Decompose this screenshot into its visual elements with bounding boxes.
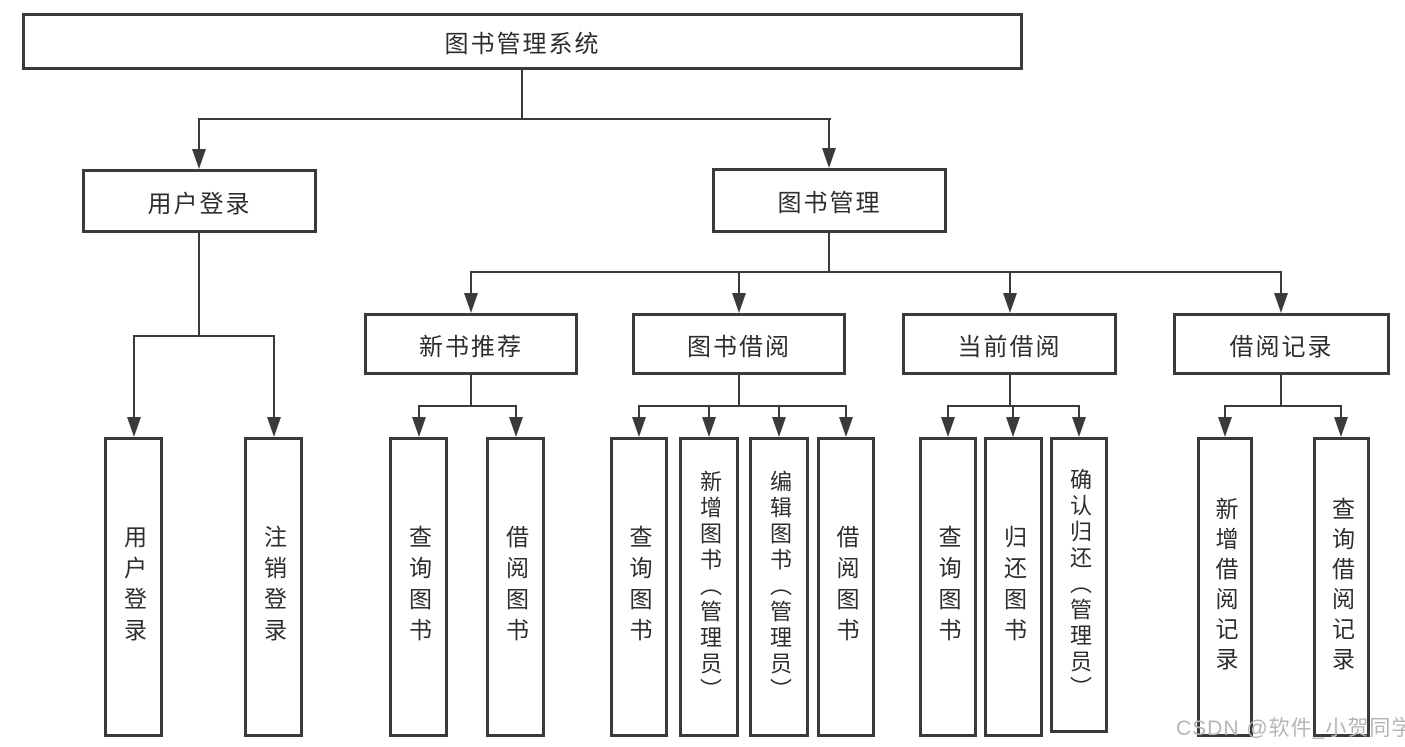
node-leaf-user-login-label: 用户登录	[120, 525, 147, 649]
arrow-down-icon	[1072, 417, 1086, 437]
node-leaf-query-borrow-record: 查询借阅记录	[1313, 437, 1370, 737]
connector-vline	[1009, 375, 1011, 406]
csdn-watermark: CSDN @软件_小贺同学	[1176, 717, 1405, 740]
connector-vline	[1224, 405, 1226, 419]
node-leaf-borrow-books-1: 借阅图书	[486, 437, 545, 737]
connector-vline	[828, 233, 830, 272]
node-leaf-logout: 注销登录	[244, 437, 303, 737]
connector-vline	[1009, 271, 1011, 296]
arrow-down-icon	[632, 417, 646, 437]
node-leaf-logout-label: 注销登录	[260, 525, 287, 649]
connector-vline	[198, 118, 200, 151]
connector-vline	[778, 405, 780, 419]
node-leaf-query-books-1: 查询图书	[389, 437, 448, 737]
node-leaf-query-books-3: 查询图书	[919, 437, 977, 737]
arrow-down-icon	[127, 417, 141, 437]
node-current-borrowing-label: 当前借阅	[957, 333, 1062, 361]
connector-vline	[133, 335, 135, 419]
node-new-book-recommend: 新书推荐	[364, 313, 578, 375]
arrow-down-icon	[267, 417, 281, 437]
node-leaf-borrow-books-2-label: 借阅图书	[833, 525, 859, 649]
connector-vline	[198, 233, 200, 336]
connector-vline	[828, 118, 830, 150]
node-leaf-query-books-2-label: 查询图书	[626, 525, 652, 649]
arrow-down-icon	[1006, 417, 1020, 437]
connector-vline	[845, 405, 847, 419]
node-leaf-add-borrow-record-label: 新增借阅记录	[1212, 497, 1238, 677]
connector-vline	[418, 405, 420, 419]
connector-vline	[1280, 271, 1282, 296]
connector-hline	[470, 271, 1282, 273]
node-leaf-confirm-return-admin-label: 确认归还（管理员）	[1067, 468, 1092, 702]
node-leaf-add-books-admin: 新增图书（管理员）	[679, 437, 739, 737]
connector-vline	[1078, 405, 1080, 419]
connector-vline	[947, 405, 949, 419]
arrow-down-icon	[464, 293, 478, 313]
connector-vline	[1280, 375, 1282, 406]
node-leaf-edit-books-admin: 编辑图书（管理员）	[749, 437, 809, 737]
node-leaf-edit-books-admin-label: 编辑图书（管理员）	[767, 470, 792, 704]
arrow-down-icon	[822, 148, 836, 168]
node-leaf-query-books-3-label: 查询图书	[935, 525, 961, 649]
node-book-management: 图书管理	[712, 168, 947, 233]
arrow-down-icon	[1003, 293, 1017, 313]
node-leaf-query-books-2: 查询图书	[610, 437, 668, 737]
node-book-borrowing-label: 图书借阅	[687, 333, 791, 361]
node-leaf-borrow-books-1-label: 借阅图书	[502, 525, 529, 649]
connector-vline	[273, 335, 275, 419]
node-library-system: 图书管理系统	[22, 13, 1023, 70]
node-leaf-user-login: 用户登录	[104, 437, 163, 737]
connector-vline	[470, 271, 472, 296]
node-leaf-query-borrow-record-label: 查询借阅记录	[1328, 497, 1355, 677]
connector-vline	[708, 405, 710, 419]
node-leaf-return-books: 归还图书	[984, 437, 1043, 737]
connector-vline	[515, 405, 517, 419]
node-leaf-add-borrow-record: 新增借阅记录	[1197, 437, 1253, 737]
node-borrowing-records: 借阅记录	[1173, 313, 1390, 375]
node-book-management-label: 图书管理	[777, 190, 882, 217]
node-leaf-add-books-admin-label: 新增图书（管理员）	[697, 470, 722, 704]
node-user-login: 用户登录	[82, 169, 317, 233]
connector-vline	[638, 405, 640, 419]
connector-vline	[470, 375, 472, 406]
node-leaf-borrow-books-2: 借阅图书	[817, 437, 875, 737]
node-leaf-return-books-label: 归还图书	[1000, 525, 1027, 649]
connector-vline	[738, 271, 740, 296]
connector-vline	[1340, 405, 1342, 419]
arrow-down-icon	[732, 293, 746, 313]
node-leaf-query-books-1-label: 查询图书	[405, 525, 432, 649]
arrow-down-icon	[702, 417, 716, 437]
node-leaf-confirm-return-admin: 确认归还（管理员）	[1050, 437, 1108, 733]
arrow-down-icon	[1218, 417, 1232, 437]
connector-hline	[198, 118, 831, 120]
arrow-down-icon	[1274, 293, 1288, 313]
connector-hline	[638, 405, 847, 407]
arrow-down-icon	[941, 417, 955, 437]
arrow-down-icon	[509, 417, 523, 437]
connector-vline	[521, 69, 523, 119]
connector-hline	[418, 405, 517, 407]
node-book-borrowing: 图书借阅	[632, 313, 846, 375]
arrow-down-icon	[772, 417, 786, 437]
connector-vline	[1012, 405, 1014, 419]
arrow-down-icon	[1334, 417, 1348, 437]
arrow-down-icon	[839, 417, 853, 437]
node-library-system-label: 图书管理系统	[444, 31, 601, 58]
node-user-login-label: 用户登录	[147, 190, 252, 218]
arrow-down-icon	[192, 149, 206, 169]
node-current-borrowing: 当前借阅	[902, 313, 1117, 375]
node-borrowing-records-label: 借阅记录	[1229, 333, 1334, 361]
arrow-down-icon	[412, 417, 426, 437]
connector-vline	[738, 375, 740, 406]
connector-hline	[1224, 405, 1342, 407]
connector-hline	[133, 335, 275, 337]
node-new-book-recommend-label: 新书推荐	[419, 333, 523, 361]
